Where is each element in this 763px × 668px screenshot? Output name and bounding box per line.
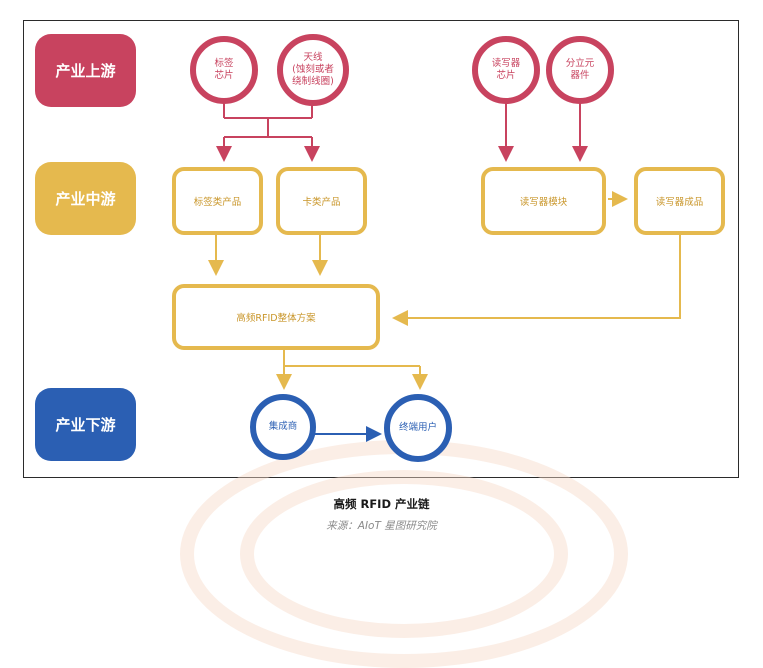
midstream-connectors	[208, 191, 681, 390]
node-hf-rfid-solution: 高频RFID整体方案	[172, 284, 380, 350]
upstream-merge-connector	[216, 103, 320, 162]
node-tag-chip: 标签芯片	[190, 36, 258, 104]
node-reader-product: 读写器成品	[634, 167, 725, 235]
node-card-product: 卡类产品	[276, 167, 367, 235]
connector-lines	[208, 103, 681, 442]
node-discrete-components: 分立元器件	[546, 36, 614, 104]
diagram-caption: 高频 RFID 产业链	[333, 497, 430, 511]
node-reader-chip: 读写器芯片	[472, 36, 540, 104]
node-antenna: 天线(蚀刻或者绕制线圈)	[277, 34, 349, 106]
diagram-source: 来源：AIoT 星图研究院	[326, 520, 437, 532]
node-integrator: 集成商	[250, 394, 316, 460]
node-reader-module: 读写器模块	[481, 167, 606, 235]
stage-midstream: 产业中游	[35, 162, 136, 235]
node-end-user: 终端用户	[384, 394, 452, 462]
reader-inputs-connector	[498, 103, 588, 162]
node-tag-product: 标签类产品	[172, 167, 263, 235]
stage-downstream: 产业下游	[35, 388, 136, 461]
diagram-frame	[23, 20, 739, 478]
stage-upstream: 产业上游	[35, 34, 136, 107]
